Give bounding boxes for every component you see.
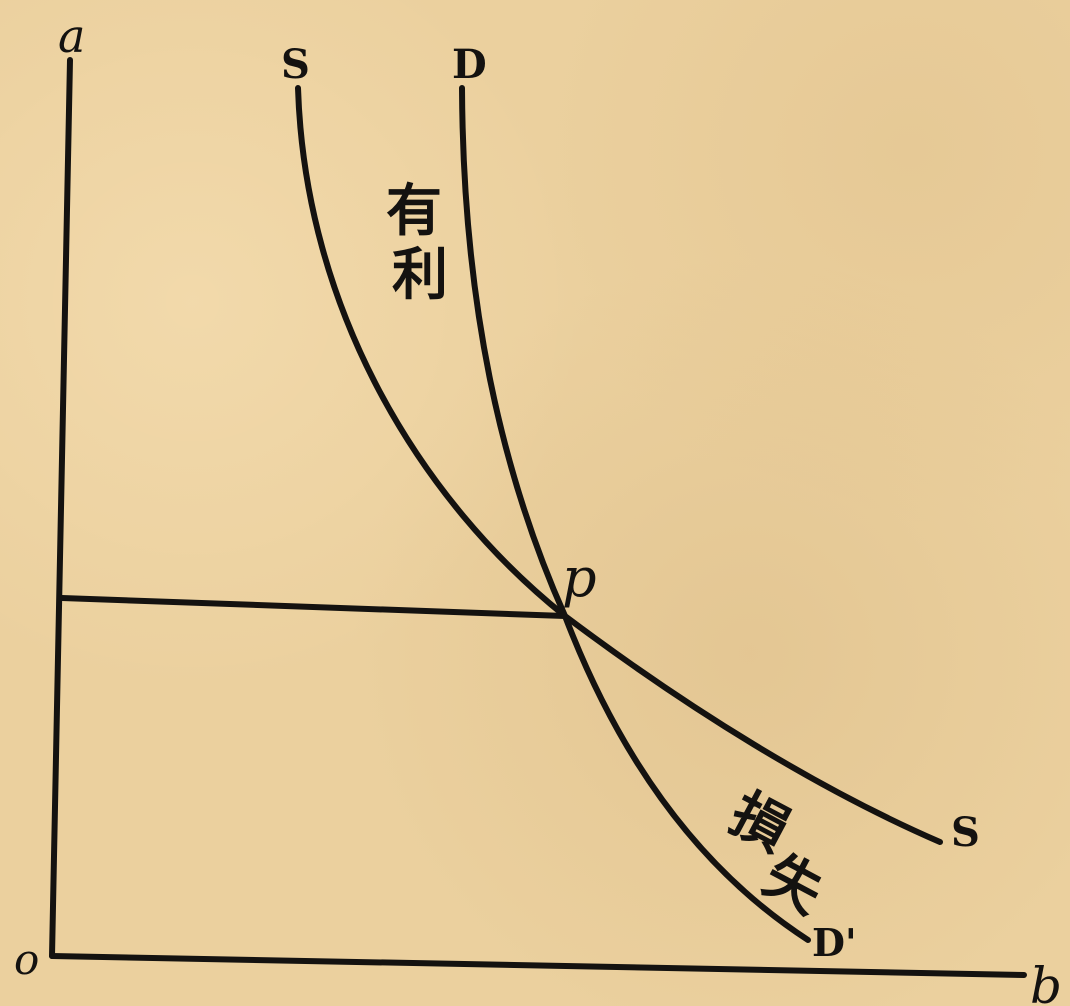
horizontal-axis-label: b — [1030, 957, 1062, 1006]
supply-curve — [295, 85, 943, 845]
vertical-axis — [49, 57, 73, 959]
intersection-label: p — [562, 546, 597, 609]
vertical-axis-label: a — [58, 9, 85, 63]
profit-label-char-2: 利 — [392, 243, 448, 308]
origin-label: o — [14, 935, 39, 984]
supply-top-label: S — [281, 41, 310, 88]
horizontal-axis — [49, 953, 1027, 978]
demand-top-label: D — [452, 41, 487, 88]
demand-bottom-label: D' — [812, 920, 857, 965]
supply-bottom-label: S — [951, 809, 980, 856]
demand-curve — [459, 85, 811, 943]
profit-label-char-1: 有 — [386, 179, 442, 244]
price-line — [59, 595, 568, 619]
